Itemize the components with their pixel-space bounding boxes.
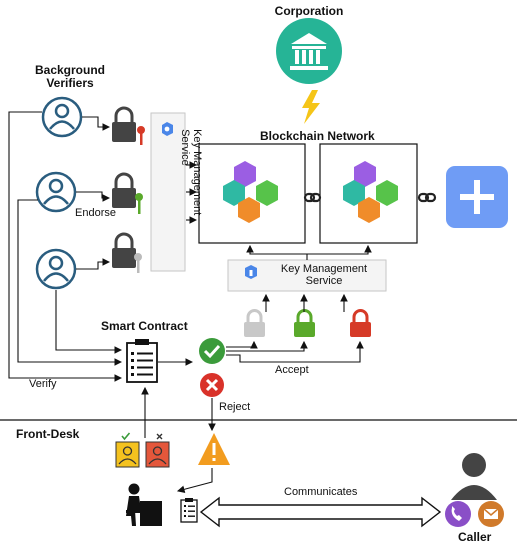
background-verifiers-label: Background Verifiers [34,63,105,91]
communicates-label: Communicates [284,486,358,498]
lock-red-icon [350,309,371,337]
chain-link-icon [303,192,322,203]
corporation-label: Corporation [274,4,344,18]
rejected-id-card-icon [145,433,170,468]
reject-x-icon [200,373,224,397]
key-management-vertical-panel [150,112,186,272]
warning-icon [198,433,230,465]
lock-green-icon [294,309,315,337]
caller-label: Caller [458,530,492,544]
lock-icon [112,172,136,208]
front-desk-person-icon [126,483,162,526]
accept-label: Accept [275,364,309,376]
blockchain-block-2 [319,143,418,244]
key-gray-icon [134,253,142,273]
endorse-label: Endorse [75,207,116,219]
connectors [8,111,372,494]
accept-check-icon [199,338,225,364]
reject-label: Reject [219,401,251,413]
mail-icon [478,501,504,527]
caller-person-icon [451,453,497,500]
kms-horizontal-hex-icon [245,265,257,279]
verifier-2-icon [35,171,77,213]
key-red-icon [137,126,145,145]
communicates-double-arrow [199,496,442,528]
blockchain-cubes-icon [223,161,278,223]
smart-contract-clipboard-icon [126,339,158,383]
lightning-bolt-icon [302,90,320,124]
kms-vertical-hex-icon [162,122,173,136]
blockchain-block-1 [198,143,306,244]
front-desk-clipboard-icon [180,498,198,523]
phone-icon [445,501,471,527]
blockchain-network-label: Blockchain Network [260,129,375,143]
verifier-3-icon [35,248,77,290]
corporation-icon [276,18,342,84]
key-green-icon [135,193,143,214]
lock-icon [112,106,136,142]
add-block-icon [446,166,508,228]
key-management-horizontal-label: Key Management Service [280,263,368,288]
front-desk-label: Front-Desk [16,427,80,441]
lock-gray-icon [244,309,265,337]
verifier-1-icon [41,96,83,138]
blockchain-cubes-icon [343,161,398,223]
key-management-vertical-label: Key Management Service [179,129,204,216]
approved-id-card-icon [115,432,140,468]
lock-icon [112,232,136,268]
smart-contract-label: Smart Contract [101,319,188,333]
verify-label: Verify [29,378,57,390]
chain-link-icon [417,192,437,203]
